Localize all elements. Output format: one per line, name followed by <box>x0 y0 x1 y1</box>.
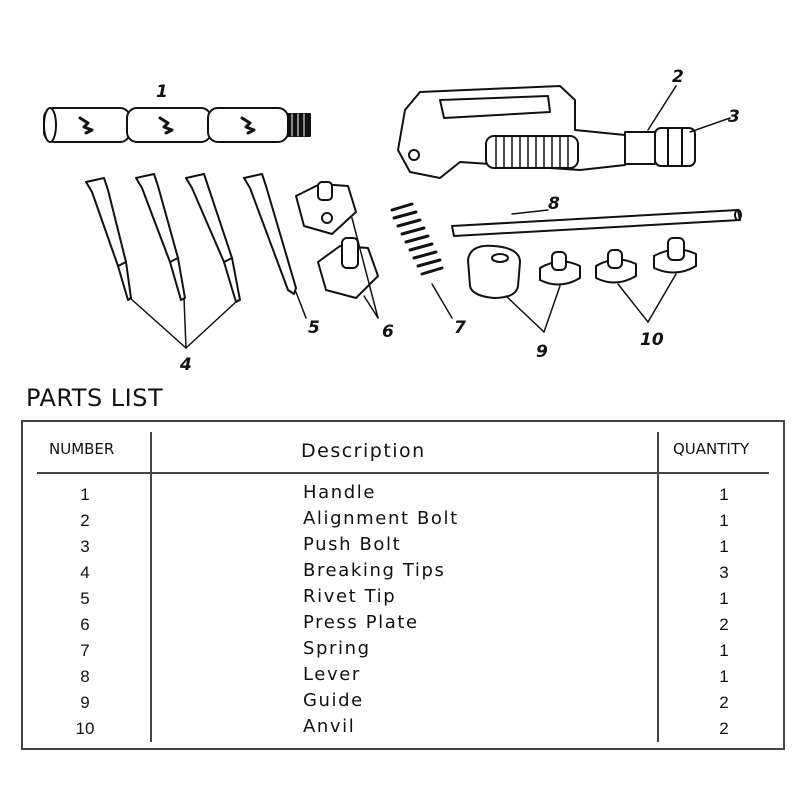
callout-1: 1 <box>156 82 168 102</box>
row-quantity: 3 <box>719 563 729 582</box>
callout-10: 10 <box>640 330 664 350</box>
table-row: 6 Press Plate 2 <box>23 612 783 638</box>
column-divider <box>657 432 659 742</box>
row-quantity: 1 <box>719 511 729 530</box>
table-row: 2 Alignment Bolt 1 <box>23 508 783 534</box>
row-number: 3 <box>80 537 90 556</box>
table-row: 3 Push Bolt 1 <box>23 534 783 560</box>
column-header-number: NUMBER <box>49 440 115 458</box>
handle-part <box>43 107 311 143</box>
callout-6: 6 <box>382 322 394 342</box>
row-quantity: 1 <box>719 589 729 608</box>
table-row: 4 Breaking Tips 3 <box>23 560 783 586</box>
row-quantity: 1 <box>719 667 729 686</box>
row-number: 5 <box>80 589 90 608</box>
row-number: 8 <box>80 667 90 686</box>
row-description: Rivet Tip <box>303 586 397 607</box>
row-quantity: 1 <box>719 485 729 504</box>
row-number: 4 <box>80 563 90 582</box>
callout-leader-4 <box>129 297 239 349</box>
callout-9: 9 <box>536 342 548 362</box>
press-plates-part <box>295 181 379 319</box>
callout-2: 2 <box>672 67 684 87</box>
row-description: Alignment Bolt <box>303 508 459 529</box>
row-description: Spring <box>303 638 371 659</box>
parts-list-table: NUMBER Description QUANTITY 1 Handle 1 2… <box>21 420 785 750</box>
spring-part <box>390 202 453 319</box>
callout-8: 8 <box>548 194 560 214</box>
table-row: 8 Lever 1 <box>23 664 783 690</box>
header-divider <box>37 472 769 474</box>
callout-7: 7 <box>454 318 466 338</box>
parts-list-heading: PARTS LIST <box>26 384 164 412</box>
c-frame-body <box>397 85 696 179</box>
row-description: Press Plate <box>303 612 419 633</box>
row-description: Breaking Tips <box>303 560 446 581</box>
row-number: 10 <box>75 719 95 738</box>
table-row: 5 Rivet Tip 1 <box>23 586 783 612</box>
rivet-tip-part <box>243 173 307 319</box>
row-quantity: 1 <box>719 641 729 660</box>
guides-part <box>467 244 581 333</box>
lever-part <box>451 209 742 237</box>
row-quantity: 1 <box>719 537 729 556</box>
callout-5: 5 <box>308 318 320 338</box>
row-description: Lever <box>303 664 361 685</box>
row-description: Handle <box>303 482 377 503</box>
row-quantity: 2 <box>719 615 729 634</box>
exploded-parts-diagram: 1 2 3 4 5 6 7 8 9 10 <box>43 67 742 375</box>
row-description: Anvil <box>303 716 356 737</box>
row-number: 2 <box>80 511 90 530</box>
column-divider <box>150 432 152 742</box>
row-quantity: 2 <box>719 693 729 712</box>
row-number: 1 <box>80 485 90 504</box>
callout-4: 4 <box>179 355 192 375</box>
row-number: 6 <box>80 615 90 634</box>
row-number: 9 <box>80 693 90 712</box>
column-header-quantity: QUANTITY <box>673 440 750 458</box>
anvils-part <box>595 237 697 323</box>
table-row: 10 Anvil 2 <box>23 716 783 742</box>
column-header-description: Description <box>301 440 426 462</box>
row-quantity: 2 <box>719 719 729 738</box>
table-row: 1 Handle 1 <box>23 482 783 508</box>
row-description: Guide <box>303 690 364 711</box>
row-number: 7 <box>80 641 90 660</box>
table-row: 7 Spring 1 <box>23 638 783 664</box>
row-description: Push Bolt <box>303 534 402 555</box>
breaking-tips-part <box>85 173 241 303</box>
callout-3: 3 <box>728 107 740 127</box>
table-row: 9 Guide 2 <box>23 690 783 716</box>
